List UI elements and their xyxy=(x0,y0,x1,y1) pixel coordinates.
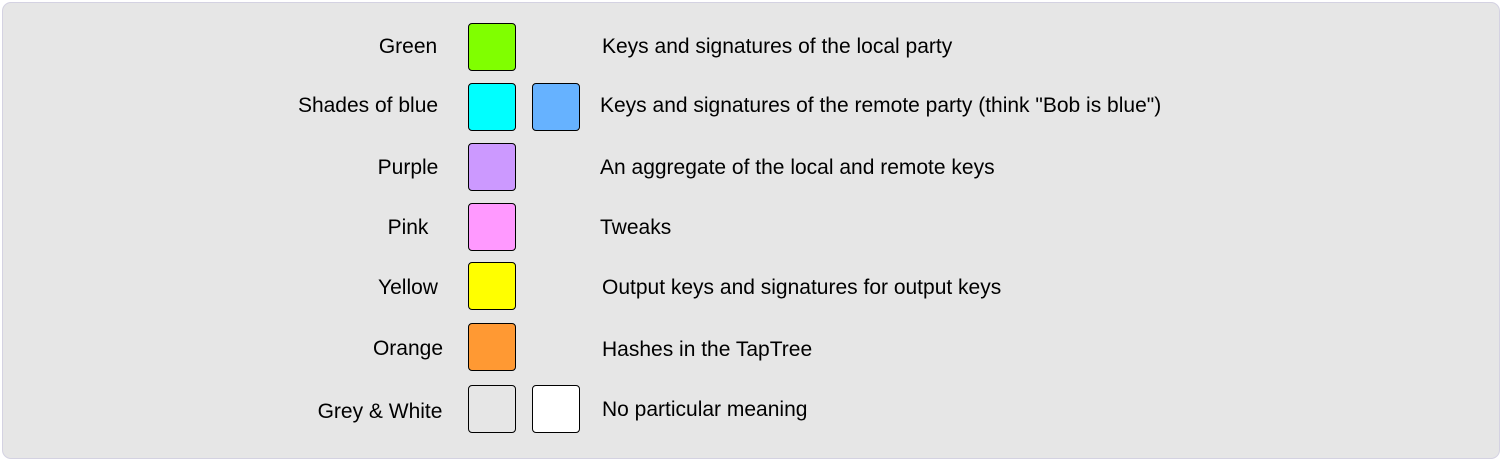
swatch-green xyxy=(468,23,516,71)
legend-description-green: Keys and signatures of the local party xyxy=(602,35,953,58)
legend-description-grey-white: No particular meaning xyxy=(602,398,808,421)
legend-description-pink: Tweaks xyxy=(600,216,672,239)
legend-description-blue: Keys and signatures of the remote party … xyxy=(600,94,1162,117)
swatch-white xyxy=(532,385,580,433)
legend-name-yellow: Yellow xyxy=(378,276,438,299)
legend-name-grey-white: Grey & White xyxy=(317,400,443,423)
legend-name-purple: Purple xyxy=(377,156,439,179)
swatch-yellow xyxy=(468,262,516,310)
swatch-orange xyxy=(468,323,516,371)
swatch-light-blue xyxy=(532,83,580,131)
legend-name-orange: Orange xyxy=(372,337,444,360)
swatch-cyan xyxy=(468,83,516,131)
swatch-grey xyxy=(468,385,516,433)
legend-description-yellow: Output keys and signatures for output ke… xyxy=(602,276,1002,299)
swatch-purple xyxy=(468,143,516,191)
legend-description-purple: An aggregate of the local and remote key… xyxy=(600,156,995,179)
legend-name-green: Green xyxy=(378,35,438,58)
legend-name-blue: Shades of blue xyxy=(297,94,439,117)
legend-name-pink: Pink xyxy=(387,216,429,239)
swatch-pink xyxy=(468,203,516,251)
legend-description-orange: Hashes in the TapTree xyxy=(602,338,813,361)
